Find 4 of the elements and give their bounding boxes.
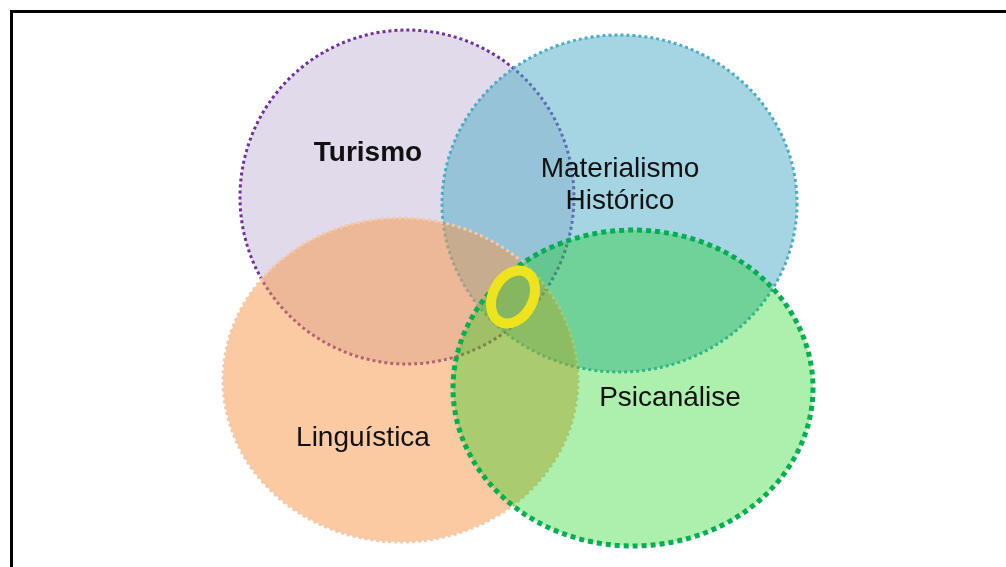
set-label: Materialismo Histórico [539,152,701,216]
set-label: Linguística [296,421,430,453]
set-label: Psicanálise [599,381,741,413]
set-label: Turismo [313,136,423,168]
